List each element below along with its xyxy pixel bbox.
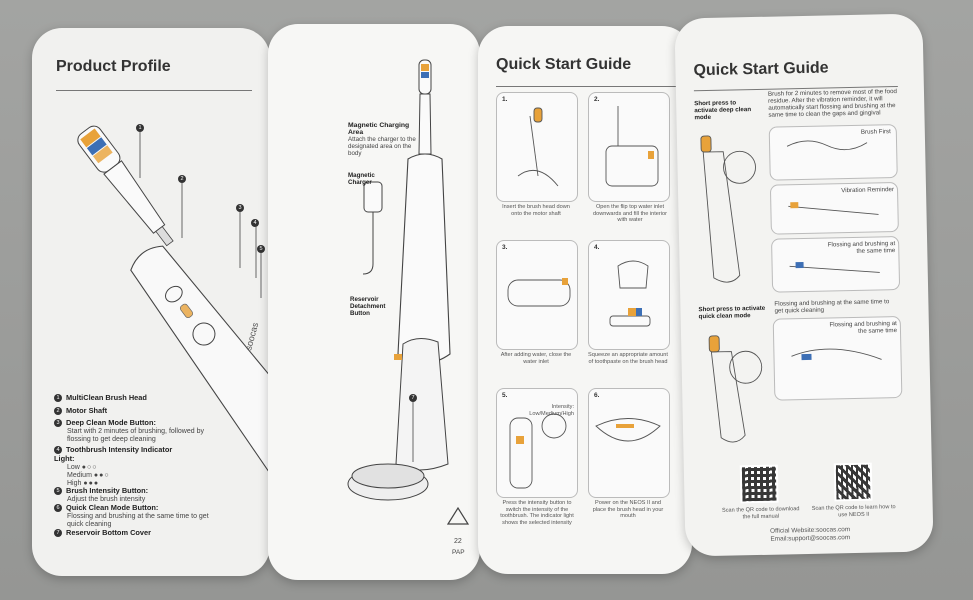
reservoir-button-label: Reservoir Detachment Button <box>350 296 386 317</box>
intensity-note: Intensity: Low/Medium/High <box>529 404 574 417</box>
intensity-levels: Low ●○○ Medium ●●○ High ●●● <box>67 464 110 487</box>
step-1-caption: Insert the brush head down onto the moto… <box>502 204 570 217</box>
step-2-number: 2. <box>594 96 600 103</box>
qr-manual-caption: Scan the QR code to download the full ma… <box>721 506 800 520</box>
step-6-number: 6. <box>594 392 600 399</box>
callout-4: 4 <box>251 219 259 227</box>
panel-clean-modes: Quick Start Guide Short press to activat… <box>674 13 934 557</box>
charger-label: Magnetic Charger <box>348 172 375 186</box>
mode-illustrations <box>700 135 882 443</box>
panel-quick-start-steps: Quick Start Guide 1. Insert the brush he… <box>478 26 692 574</box>
callout-7: 7 <box>409 394 417 402</box>
callout-1: 1 <box>136 124 144 132</box>
charger-illustration <box>347 59 470 525</box>
step-3-number: 3. <box>502 244 508 251</box>
title-rule <box>496 86 676 87</box>
title-rule <box>56 90 252 91</box>
step-4-number: 4. <box>594 244 600 251</box>
recycle-code: PAP <box>452 549 465 556</box>
callout-2: 2 <box>178 175 186 183</box>
step-3-caption: After adding water, close the water inle… <box>500 352 572 365</box>
step-4-caption: Squeeze an appropriate amount of toothpa… <box>588 352 668 365</box>
step-illustrations <box>507 106 661 489</box>
step-5-caption: Press the intensity button to switch the… <box>500 500 574 526</box>
step-3-image <box>496 240 578 350</box>
page-title: Product Profile <box>56 58 171 75</box>
callout-5: 5 <box>257 245 265 253</box>
recycle-number: 22 <box>454 538 462 545</box>
charging-area-label: Magnetic Charging Area Attach the charge… <box>348 122 416 157</box>
toothbrush-illustration <box>77 125 270 490</box>
qr-code-how-to-use[interactable] <box>833 462 873 502</box>
callout-3: 3 <box>236 204 244 212</box>
step-6-image <box>588 388 670 498</box>
step-2-caption: Open the flip top water inlet downwards … <box>593 204 667 224</box>
panel-product-profile: Product Profile 1 2 3 4 5 soocas 1 <box>32 28 270 576</box>
qr-how-to-caption: Scan the QR code to learn how to use NEO… <box>811 504 896 518</box>
panel-charging-illustration: 6 7 Magnetic Charging Area Attach the ch… <box>268 24 480 580</box>
section-title: Quick Start Guide <box>496 56 632 73</box>
step-5-number: 5. <box>502 392 508 399</box>
step-4-image <box>588 240 670 350</box>
step-6-caption: Power on the NEOS II and place the brush… <box>592 500 664 520</box>
step-1-number: 1. <box>502 96 508 103</box>
qr-code-manual[interactable] <box>739 464 779 504</box>
